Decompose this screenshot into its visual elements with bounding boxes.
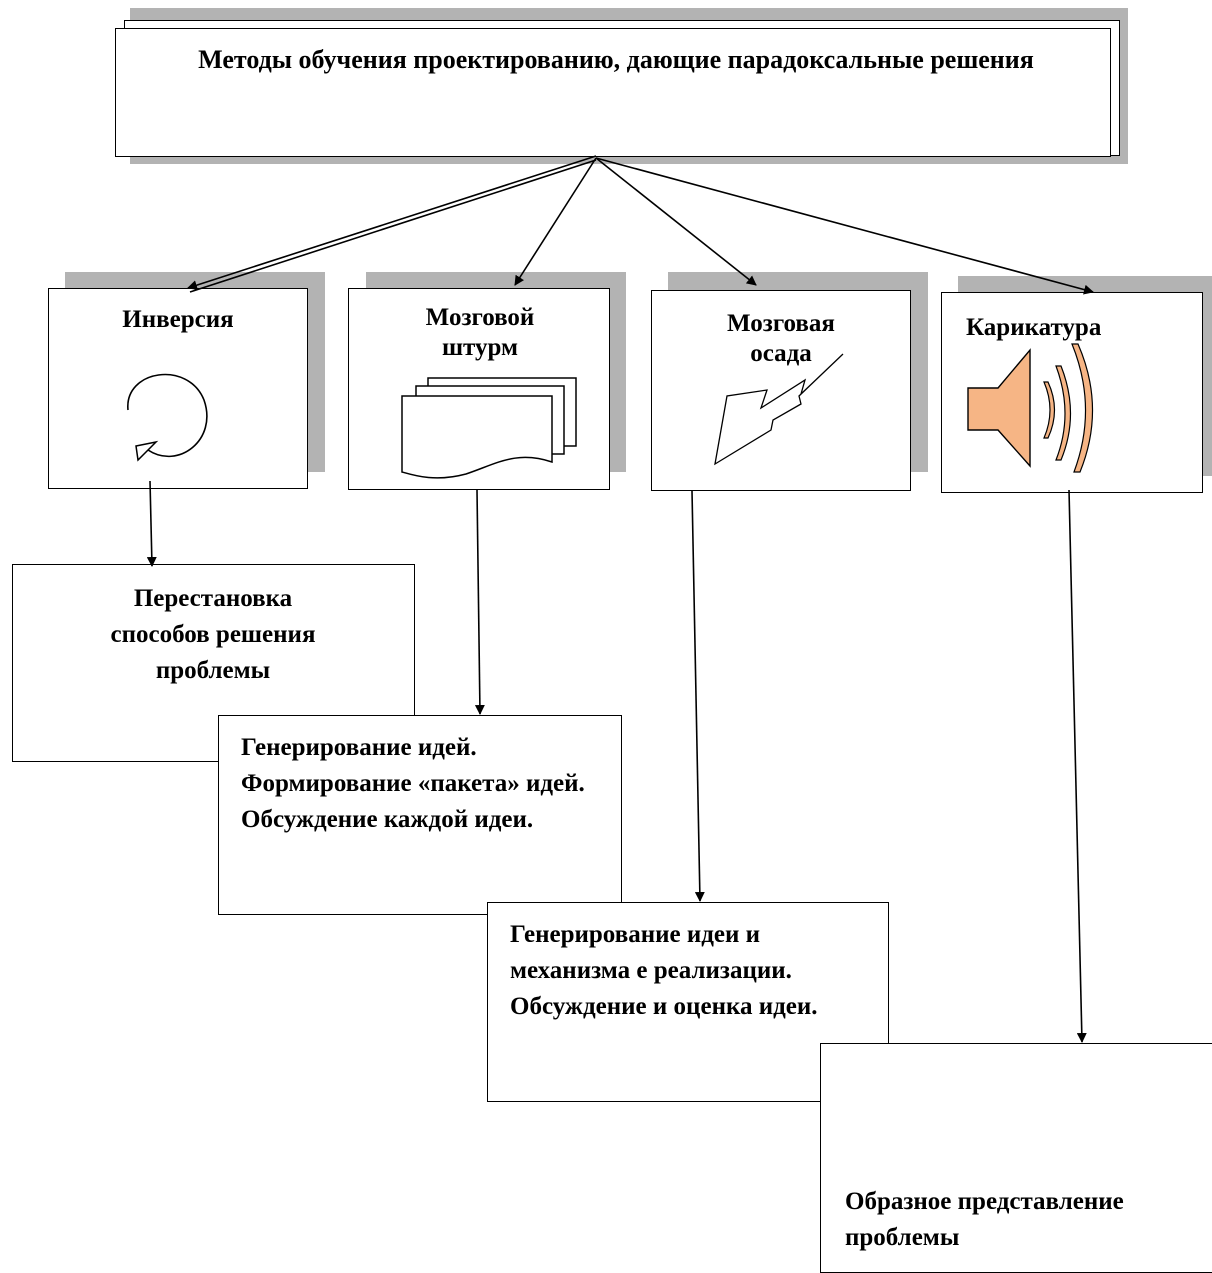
- method-title-inversion: Инверсия: [122, 306, 234, 333]
- speaker-icon: [967, 343, 1094, 473]
- page-title: Методы обучения проектированию, дающие п…: [198, 45, 1034, 74]
- method-title-brainstorm: Мозговой штурм: [349, 303, 611, 363]
- lightning-bolt-icon: [714, 353, 844, 466]
- arrow-to-inversion-b: [189, 159, 597, 293]
- description-box-siege: Генерирование идеи и механизма е реализа…: [487, 902, 889, 1102]
- arrow-siege-description: [691, 490, 705, 902]
- arrow-inversion-description: [146, 480, 157, 567]
- description-brainstorm-line-3: Обсуждение каждой идеи.: [241, 806, 534, 833]
- title-box: Методы обучения проектированию, дающие п…: [115, 28, 1111, 157]
- method-title-caricature: Карикатура: [966, 314, 1102, 341]
- description-siege: Генерирование идеи и механизма е реализа…: [510, 917, 890, 1025]
- connector-arrows: [146, 155, 1094, 1043]
- description-box-brainstorm: Генерирование идей. Формирование «пакета…: [218, 715, 622, 915]
- arrow-brainstorm-description: [474, 489, 485, 715]
- arrow-to-siege: [595, 157, 757, 286]
- description-brainstorm-line-2: Формирование «пакета» идей.: [241, 770, 585, 797]
- description-siege-line-2: Обсуждение и оценка идеи.: [510, 993, 818, 1020]
- circular-arrow-icon: [127, 373, 208, 462]
- method-box-caricature: Карикатура: [941, 292, 1203, 493]
- description-siege-line-1: Генерирование идеи и механизма е реализа…: [510, 921, 792, 984]
- stacked-documents-icon: [401, 377, 577, 479]
- description-inversion: Перестановка способов решения проблемы: [110, 585, 316, 684]
- arrow-caricature-description: [1068, 489, 1087, 1043]
- arrow-to-brainstorm: [514, 157, 597, 286]
- arrow-to-inversion-a: [187, 155, 597, 290]
- description-brainstorm: Генерирование идей. Формирование «пакета…: [241, 730, 621, 838]
- method-title-siege: Мозговая осада: [652, 309, 910, 369]
- arrow-to-caricature: [595, 157, 1094, 295]
- method-box-siege: Мозговая осада: [651, 290, 911, 491]
- method-name-brainstorm: Мозговой штурм: [425, 304, 535, 361]
- method-name-siege: Мозговая осада: [727, 310, 835, 367]
- description-brainstorm-line-1: Генерирование идей.: [241, 734, 477, 761]
